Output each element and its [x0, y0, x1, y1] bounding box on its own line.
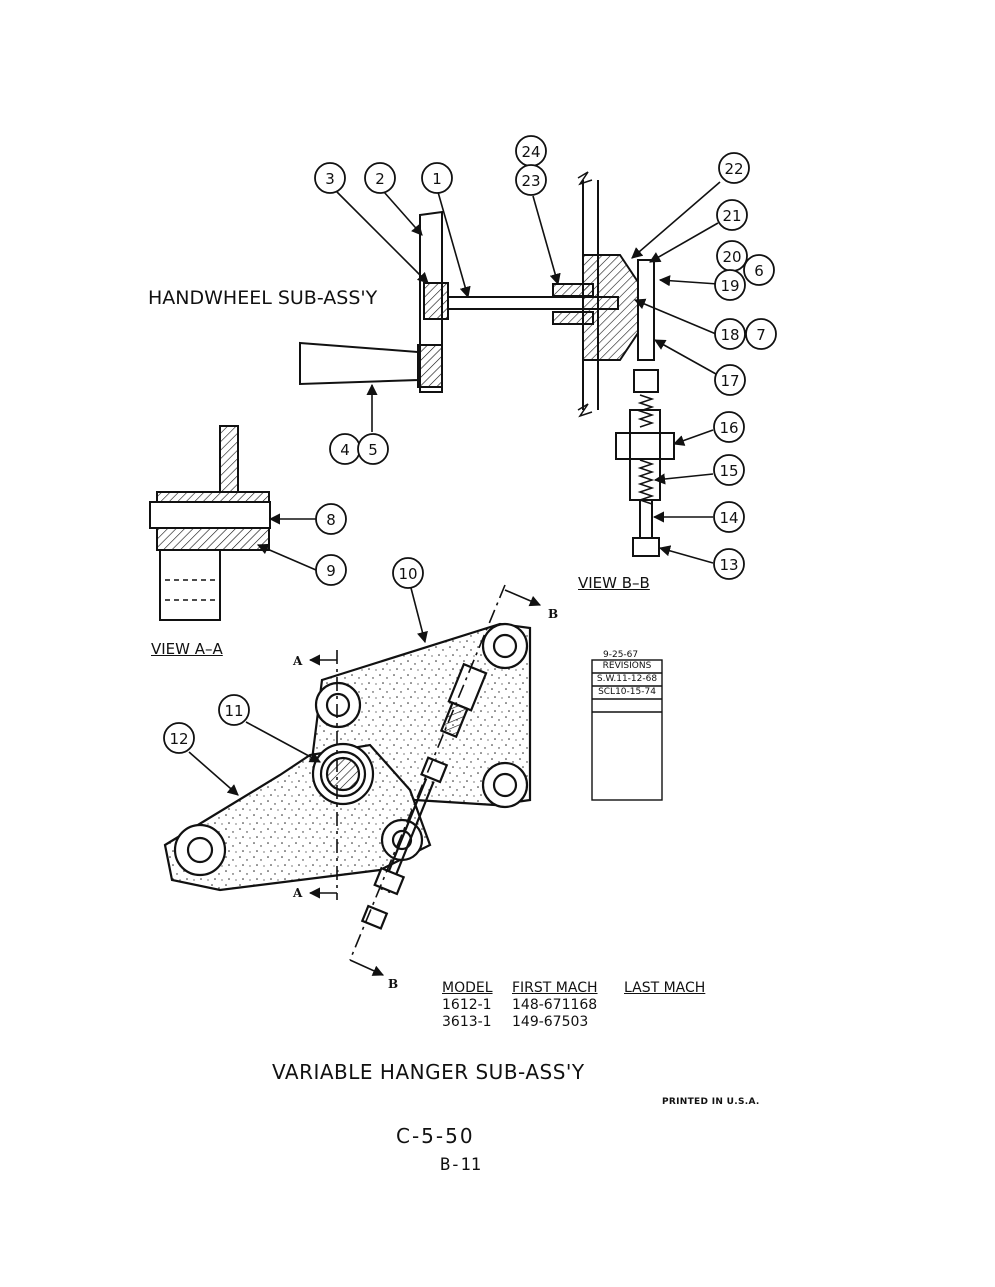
callout-16: 16: [719, 419, 738, 437]
first-mach-cell: 149-67503: [512, 1014, 589, 1030]
callout-12: 12: [169, 730, 188, 748]
callout-9: 9: [326, 562, 336, 580]
callout-14: 14: [719, 509, 738, 527]
last-mach-header: LAST MACH: [624, 980, 706, 996]
view-bb-label: VIEW B–B: [578, 574, 650, 592]
callout-7: 7: [756, 326, 766, 344]
model-cell: 3613-1: [442, 1014, 492, 1030]
callout-6: 6: [754, 262, 764, 280]
callout-5: 5: [368, 441, 378, 459]
callout-19: 19: [720, 277, 739, 295]
section-marker-a-top: A: [292, 654, 303, 668]
callout-11: 11: [224, 702, 243, 720]
callout-21: 21: [722, 207, 741, 225]
table-row: 1612-1 148-671168: [442, 997, 705, 1014]
first-mach-cell: 148-671168: [512, 997, 598, 1013]
callout-balloons: [163, 135, 777, 754]
callout-13: 13: [719, 556, 738, 574]
callout-20: 20: [722, 248, 741, 266]
model-header: MODEL: [442, 980, 493, 996]
section-marker-a-bottom: A: [292, 886, 303, 900]
callout-4: 4: [340, 441, 350, 459]
callout-15: 15: [719, 462, 738, 480]
revision-entry-1: S.W.11-12-68: [596, 674, 658, 684]
variable-hanger-title: VARIABLE HANGER SUB-ASS'Y: [272, 1060, 585, 1084]
callout-3: 3: [325, 170, 335, 188]
drawing-code: C-5-50: [396, 1124, 475, 1148]
revision-entry-2: SCL10-15-74: [598, 687, 656, 697]
callout-22: 22: [724, 160, 743, 178]
callout-1: 1: [432, 170, 442, 188]
callout-23: 23: [521, 172, 540, 190]
callout-17: 17: [720, 372, 739, 390]
callout-10: 10: [398, 565, 417, 583]
callout-8: 8: [326, 511, 336, 529]
revisions-header: REVISIONS: [602, 661, 652, 671]
callout-2: 2: [375, 170, 385, 188]
view-aa-section: [149, 425, 271, 621]
callout-leaders: [188, 181, 721, 796]
callout-24: 24: [521, 143, 540, 161]
callout-18: 18: [720, 326, 739, 344]
page-code: B-11: [440, 1155, 481, 1175]
hanger-plate: [163, 622, 532, 930]
handwheel-title: HANDWHEEL SUB-ASS'Y: [148, 287, 378, 309]
first-mach-header: FIRST MACH: [512, 980, 598, 996]
model-table: MODEL FIRST MACH LAST MACH 1612-1 148-67…: [442, 980, 705, 1031]
model-table-header: MODEL FIRST MACH LAST MACH: [442, 980, 705, 997]
section-lines: [308, 584, 542, 976]
view-aa-label: VIEW A–A: [151, 640, 223, 658]
section-marker-b-bottom: B: [388, 977, 398, 991]
section-marker-b-top: B: [548, 607, 558, 621]
revisions-box: [591, 659, 663, 801]
model-cell: 1612-1: [442, 997, 492, 1013]
revision-date: 9-25-67: [603, 650, 639, 660]
printed-in-usa: PRINTED IN U.S.A.: [662, 1097, 760, 1107]
handwheel-assembly: [299, 171, 675, 557]
table-row: 3613-1 149-67503: [442, 1014, 705, 1031]
